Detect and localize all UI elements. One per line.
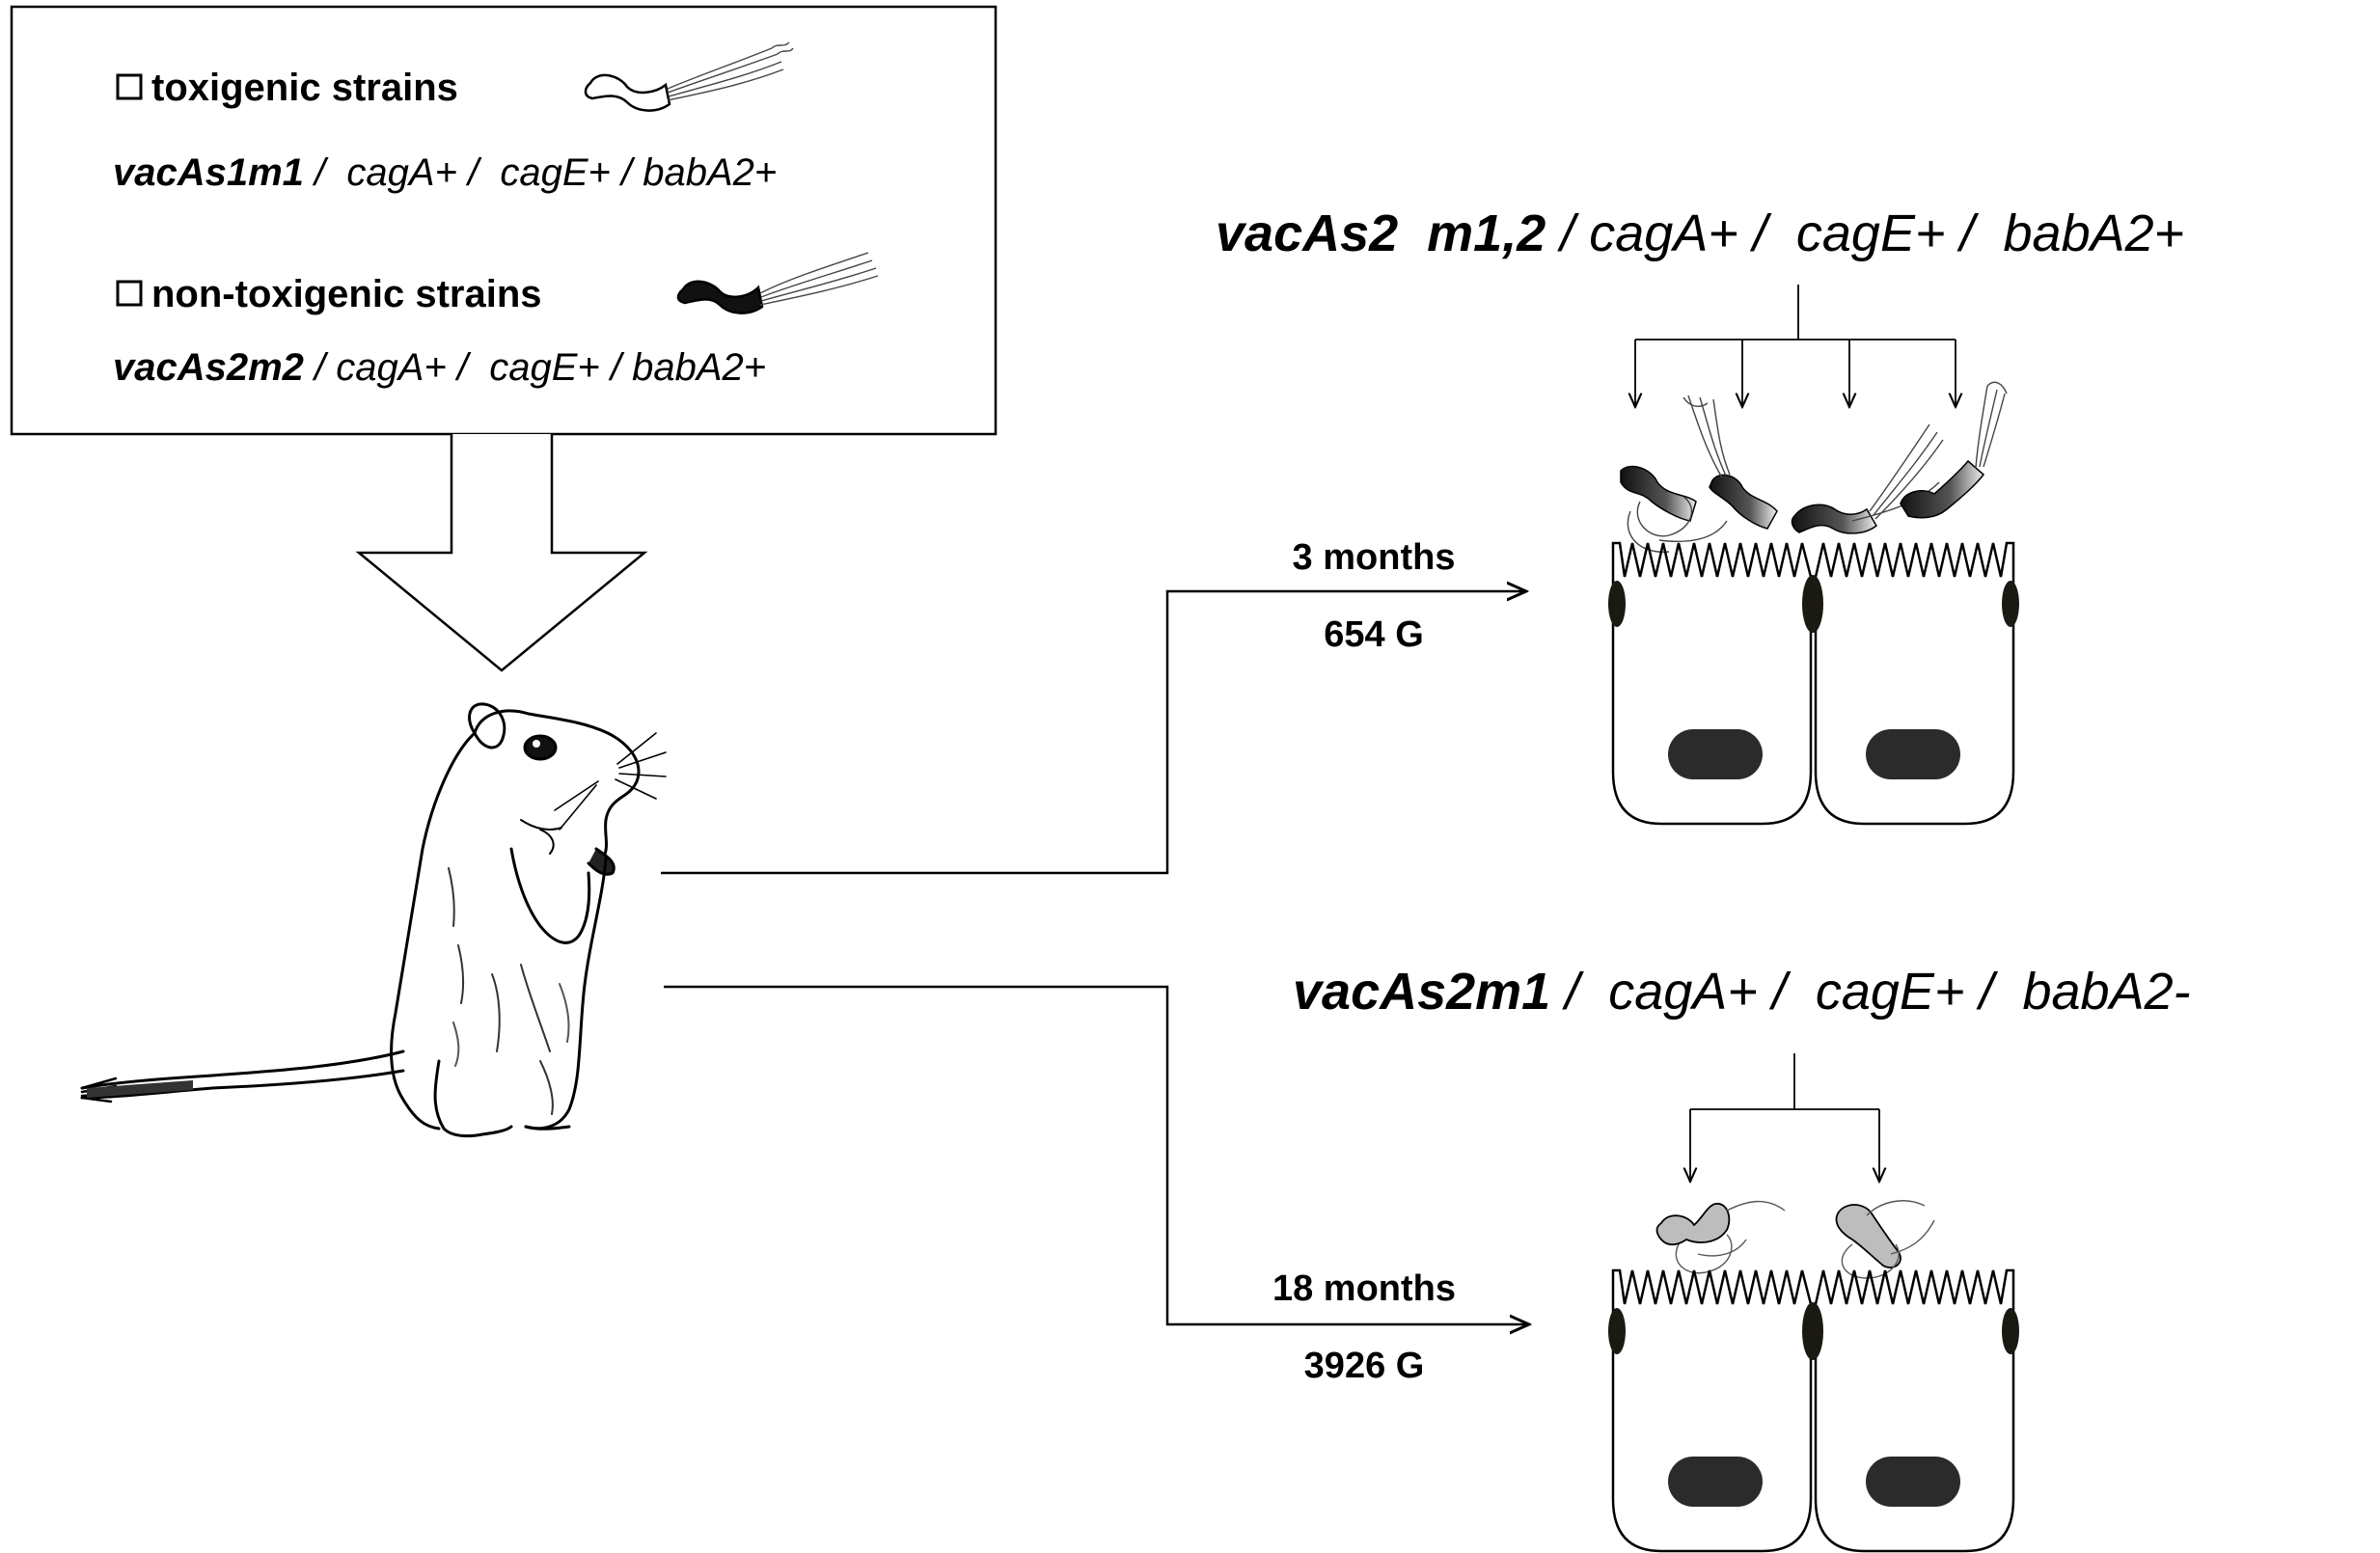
toxigenic-bacterium-icon	[584, 41, 794, 112]
bacterium-icon	[1791, 423, 1944, 534]
bacterium-icon	[1655, 1200, 1786, 1274]
lower-time-label: 18 months	[1272, 1268, 1456, 1309]
bacterium-icon	[1835, 1200, 1935, 1279]
upper-genotype: vacAs2 m1,2 / cagA+ / cagE+ / babA2+	[1216, 204, 2184, 262]
checkbox-icon	[116, 73, 143, 100]
lower-attenuated-bacteria	[1655, 1200, 1935, 1279]
bacterium-icon	[1900, 385, 2006, 519]
lower-gerbil-count: 3926 G	[1304, 1346, 1425, 1386]
gerbil-illustration	[80, 702, 667, 1138]
upper-gerbil-count: 654 G	[1324, 614, 1424, 655]
toxigenic-genotype: vacAs1m1 / cagA+ / cagE+ / babA2+	[113, 151, 777, 194]
non-toxigenic-genotype: vacAs2m2 / cagA+ / cagE+ / babA2+	[113, 346, 766, 389]
lower-epithelial-cells	[1606, 1268, 2021, 1553]
non-toxigenic-bacterium-icon	[676, 252, 879, 314]
upper-branch-line	[661, 591, 1526, 875]
strain-legend-box: toxigenic strains vacAs1m1 / cagA+ / cag…	[10, 5, 998, 436]
upper-toxigenic-bacteria	[1620, 381, 2008, 553]
inoculation-arrow	[355, 434, 648, 672]
upper-adhesion-arrows	[1635, 285, 1956, 407]
upper-epithelial-cells	[1606, 541, 2021, 826]
lower-adhesion-arrows	[1690, 1053, 1879, 1182]
bacterium-icon	[1620, 465, 1728, 553]
checkbox-icon	[116, 280, 143, 307]
lower-branch-line	[664, 985, 1529, 1324]
toxigenic-heading: toxigenic strains	[151, 67, 458, 109]
bacterium-icon	[1687, 395, 1778, 530]
lower-genotype: vacAs2m1 / cagA+ / cagE+ / babA2-	[1293, 963, 2191, 1021]
upper-time-label: 3 months	[1293, 537, 1456, 578]
non-toxigenic-heading: non-toxigenic strains	[151, 273, 542, 315]
